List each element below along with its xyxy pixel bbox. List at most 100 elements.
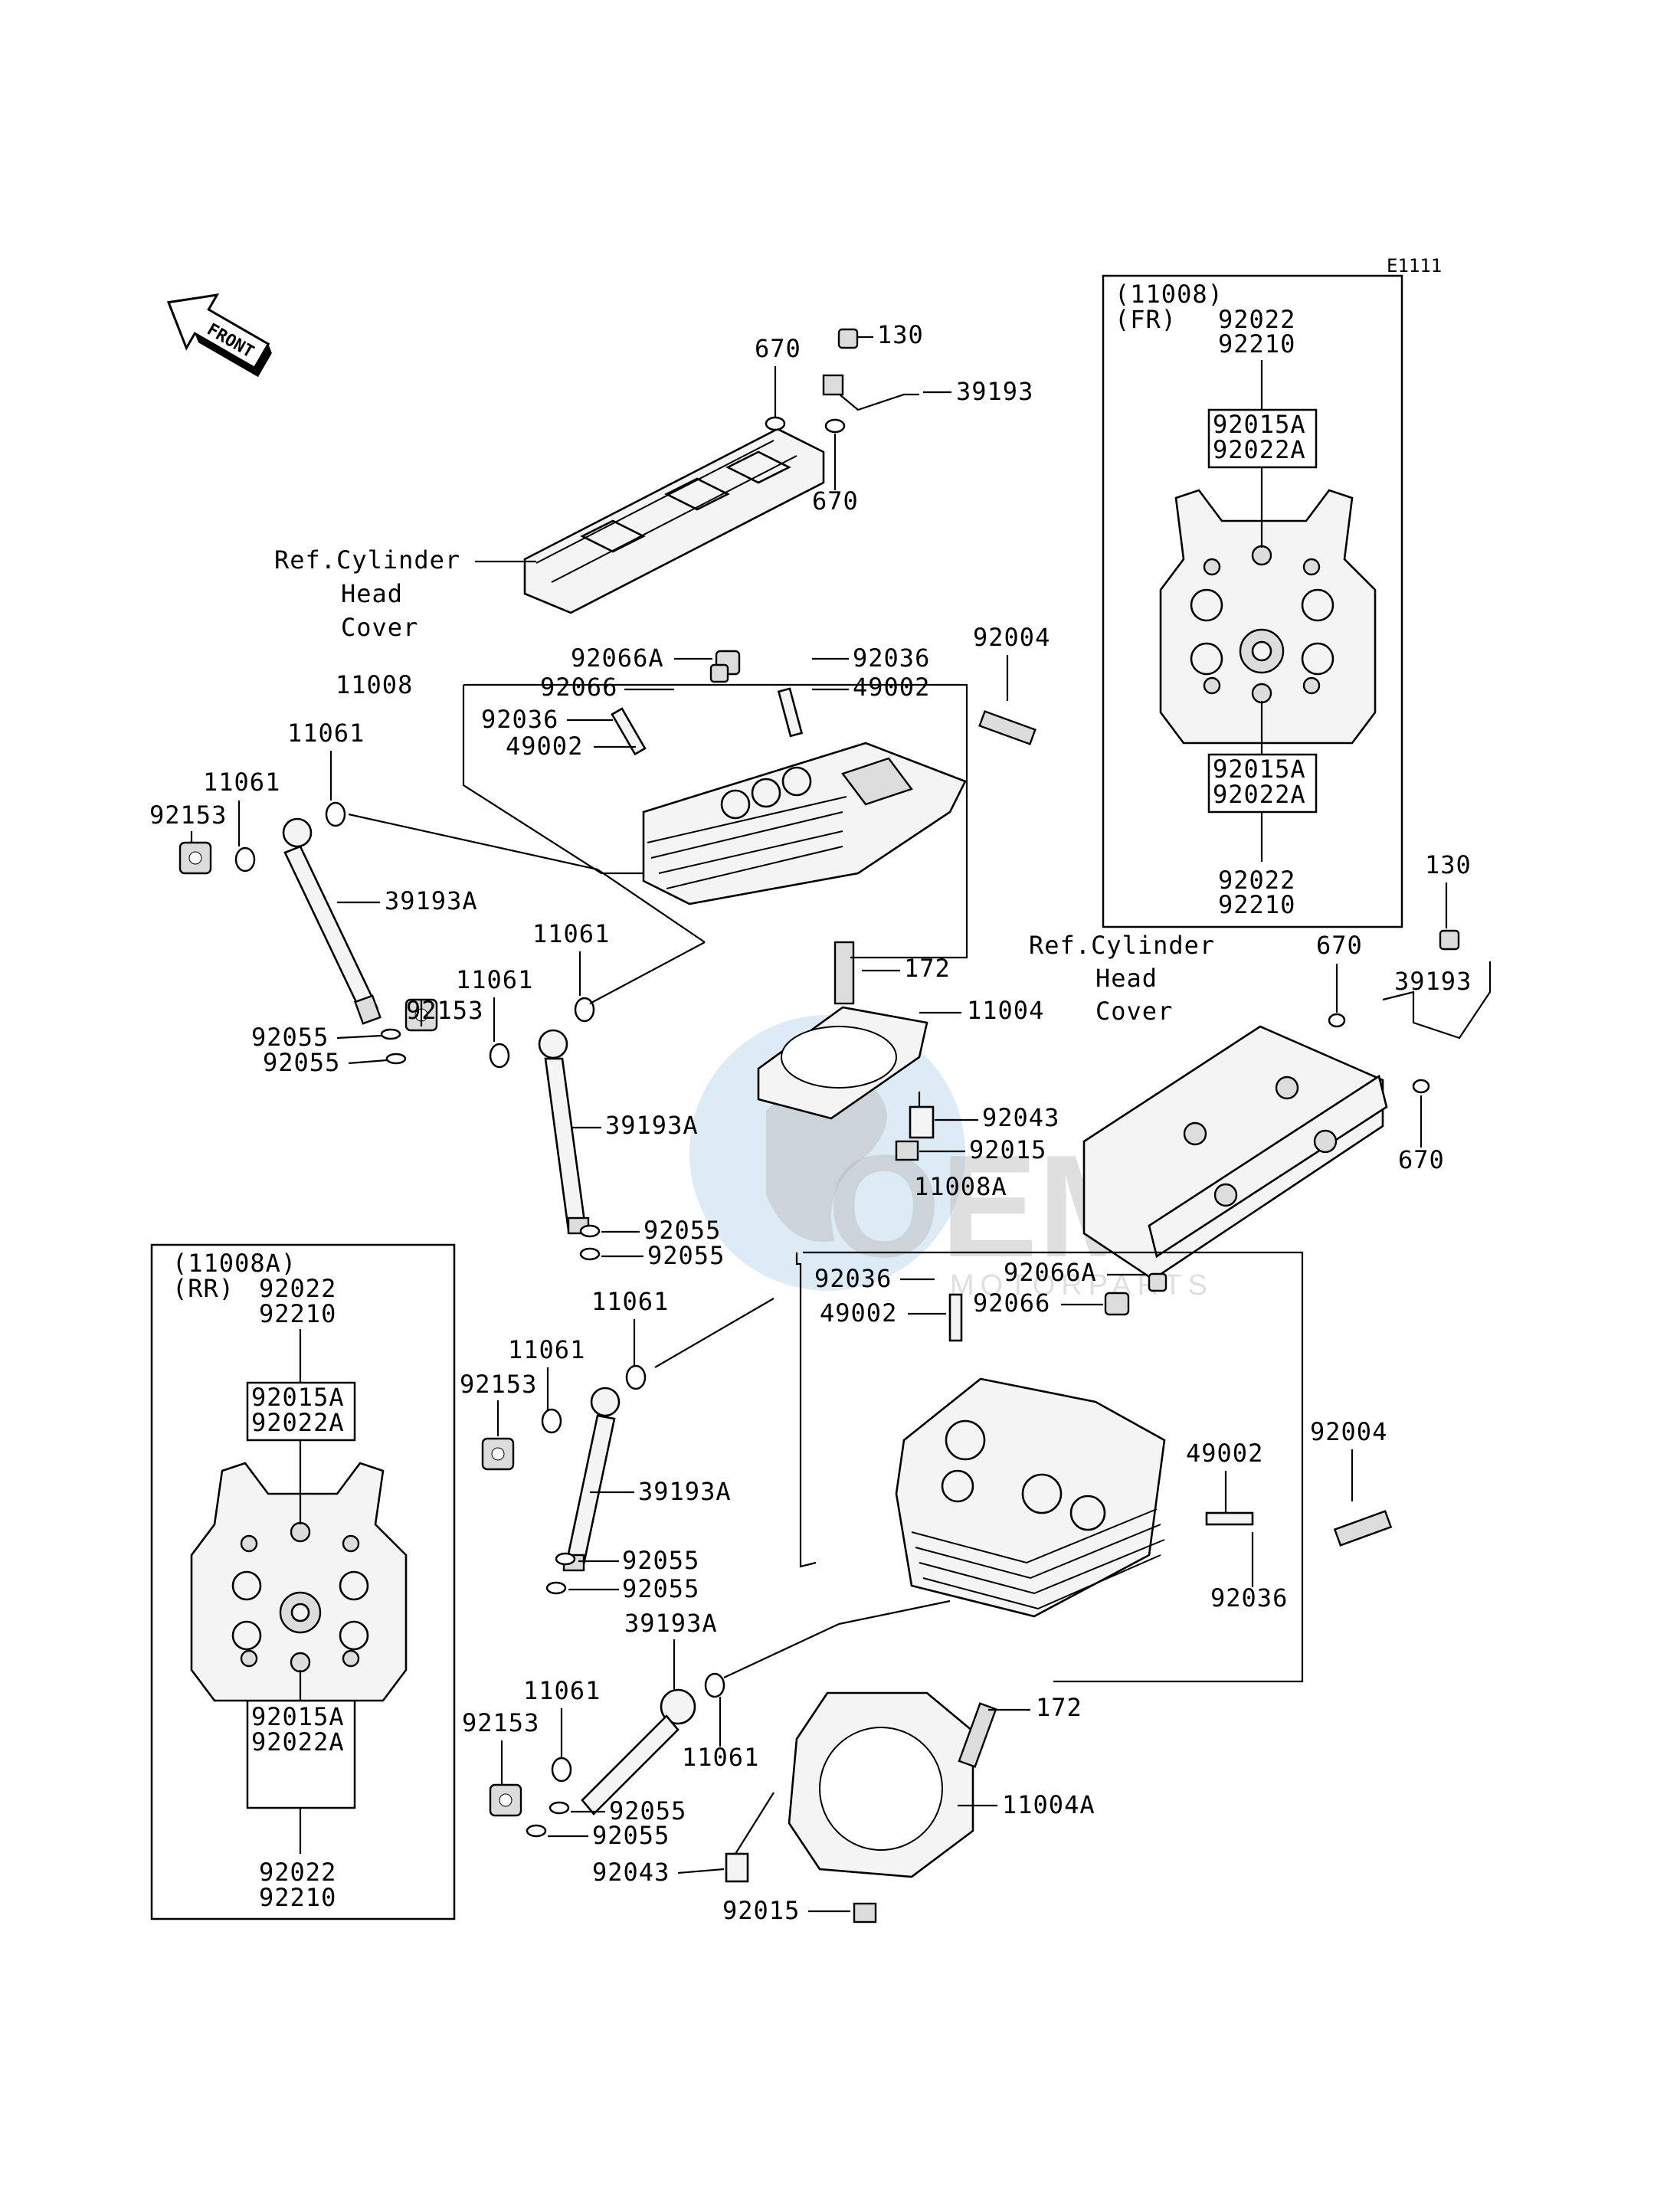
label-92055-h: 92055 bbox=[592, 1821, 670, 1850]
inset-rr-upper-box-2: 92022A bbox=[251, 1408, 345, 1437]
label-92055-f: 92055 bbox=[622, 1574, 699, 1603]
rear-head-gasket-11004A bbox=[788, 1691, 974, 1878]
inset-fr-title-1: (11008) bbox=[1115, 280, 1223, 309]
label-92004-front: 92004 bbox=[973, 623, 1050, 652]
label-11008A: 11008A bbox=[914, 1172, 1007, 1201]
ref-cylinder-head-cover-right: Ref.Cylinder Head Cover bbox=[1029, 931, 1214, 1026]
label-92153-b: 92153 bbox=[406, 996, 483, 1025]
bolt-92153-3 bbox=[481, 1437, 515, 1471]
bolt-92153-1 bbox=[178, 841, 212, 875]
front-head-top-view-icon bbox=[1159, 489, 1377, 745]
label-92066A-front: 92066A bbox=[571, 643, 664, 673]
label-92055-d: 92055 bbox=[647, 1241, 725, 1270]
inset-front-cylinder-head: (11008) (FR) 92022 92210 92015A 92022A 9… bbox=[1102, 274, 1403, 928]
oil-pipe-39193A-4 bbox=[581, 1688, 696, 1816]
ref-cover-right-line3: Cover bbox=[1095, 997, 1173, 1026]
washers bbox=[234, 416, 1430, 1838]
inset-fr-top-code-1: 92022 bbox=[1218, 305, 1295, 334]
label-130-top: 130 bbox=[877, 320, 924, 349]
label-92153-c: 92153 bbox=[460, 1370, 537, 1399]
label-92036-front-a: 92036 bbox=[853, 643, 930, 673]
label-49002-front-b: 49002 bbox=[506, 732, 583, 761]
inset-fr-top-code-2: 92210 bbox=[1218, 329, 1295, 359]
oil-pipe-39193-right bbox=[1382, 961, 1492, 1040]
oil-pipe-39193-top bbox=[822, 374, 919, 411]
inset-rr-top-code-2: 92210 bbox=[259, 1299, 336, 1328]
label-11004: 11004 bbox=[967, 996, 1044, 1025]
label-92055-b: 92055 bbox=[263, 1048, 340, 1077]
ref-cylinder-head-cover-top: Ref.Cylinder Head Cover bbox=[274, 545, 536, 642]
inset-rr-bottom-code-1: 92022 bbox=[259, 1858, 336, 1887]
label-11061-g: 11061 bbox=[523, 1676, 601, 1705]
label-92066A-rear: 92066A bbox=[1004, 1258, 1097, 1287]
inset-fr-bottom-code-1: 92022 bbox=[1218, 866, 1295, 895]
label-92055-a: 92055 bbox=[251, 1023, 329, 1052]
label-92055-g: 92055 bbox=[609, 1796, 686, 1825]
inset-rr-lower-box-2: 92022A bbox=[251, 1727, 345, 1757]
label-130-right: 130 bbox=[1425, 850, 1472, 879]
label-92015-front: 92015 bbox=[969, 1135, 1046, 1164]
label-92043-front: 92043 bbox=[982, 1103, 1059, 1132]
inset-fr-lower-box-2: 92022A bbox=[1213, 780, 1306, 809]
label-92055-c: 92055 bbox=[644, 1216, 721, 1245]
oil-pipe-39193A-2 bbox=[538, 1029, 590, 1235]
label-11061-f: 11061 bbox=[508, 1335, 585, 1364]
label-92043-rear: 92043 bbox=[592, 1858, 670, 1887]
inset-fr-lower-box-1: 92015A bbox=[1213, 755, 1306, 784]
label-172-rear: 172 bbox=[1036, 1693, 1082, 1722]
label-39193-top: 39193 bbox=[956, 377, 1033, 406]
label-39193A-b: 39193A bbox=[605, 1111, 699, 1140]
front-arrow-icon: FRONT bbox=[166, 293, 272, 378]
oil-pipe-39193A-1 bbox=[282, 817, 382, 1025]
label-11061-h: 11061 bbox=[682, 1743, 759, 1772]
label-670-top-b: 670 bbox=[812, 486, 859, 516]
label-49002-front-a: 49002 bbox=[853, 673, 930, 702]
ref-cover-right-line2: Head bbox=[1095, 964, 1158, 993]
inset-rear-cylinder-head: (11008A) (RR) 92022 92210 92015A 92022A … bbox=[150, 1243, 456, 1920]
label-11061-c: 11061 bbox=[532, 919, 610, 948]
leader-lines bbox=[348, 683, 1304, 1683]
label-92004-rear: 92004 bbox=[1310, 1417, 1387, 1446]
rear-cylinder-head-drawing bbox=[895, 1377, 1166, 1618]
label-92153-d: 92153 bbox=[462, 1708, 539, 1737]
inset-rr-bottom-code-2: 92210 bbox=[259, 1883, 336, 1912]
inset-rr-top-code-1: 92022 bbox=[259, 1274, 336, 1303]
label-670-right-b: 670 bbox=[1398, 1145, 1445, 1174]
front-cylinder-head-drawing bbox=[642, 742, 967, 905]
label-92066-front: 92066 bbox=[540, 673, 617, 702]
label-670-top-a: 670 bbox=[755, 334, 801, 363]
inset-fr-upper-box-2: 92022A bbox=[1213, 435, 1306, 464]
bolt-92153-4 bbox=[489, 1783, 522, 1817]
inset-fr-title-2: (FR) bbox=[1115, 305, 1177, 334]
label-92036-front-b: 92036 bbox=[481, 705, 558, 734]
studs-and-dowels bbox=[611, 328, 1460, 1924]
label-39193A-a: 39193A bbox=[385, 886, 478, 915]
label-172-front: 172 bbox=[904, 954, 951, 983]
label-92036-rear-b: 92036 bbox=[1210, 1583, 1288, 1613]
ref-cover-top-line1: Ref.Cylinder bbox=[274, 545, 460, 575]
label-11008: 11008 bbox=[336, 670, 413, 699]
front-head-gasket-11004 bbox=[757, 1006, 928, 1120]
inset-rr-title-2: (RR) bbox=[172, 1274, 234, 1303]
inset-fr-upper-box-1: 92015A bbox=[1213, 410, 1306, 439]
right-cylinder-head-cover-drawing bbox=[1082, 1025, 1388, 1281]
top-cylinder-head-cover-drawing bbox=[523, 427, 825, 614]
inset-rr-lower-box-1: 92015A bbox=[251, 1702, 345, 1731]
label-39193A-c: 39193A bbox=[638, 1477, 732, 1506]
label-11004A: 11004A bbox=[1002, 1790, 1095, 1819]
label-92036-rear-a: 92036 bbox=[814, 1264, 892, 1293]
rear-head-top-view-icon bbox=[190, 1462, 408, 1702]
label-92015-rear: 92015 bbox=[722, 1896, 800, 1925]
inset-rr-upper-box-1: 92015A bbox=[251, 1383, 345, 1412]
inset-fr-bottom-code-2: 92210 bbox=[1218, 890, 1295, 919]
label-670-right-a: 670 bbox=[1316, 931, 1363, 960]
part-labels: 130 670 39193 670 92004 92066A 92036 110… bbox=[149, 320, 1472, 1925]
ref-cover-top-line2: Head bbox=[341, 579, 403, 608]
label-39193-right: 39193 bbox=[1394, 967, 1472, 996]
label-49002-rear-b: 49002 bbox=[1186, 1439, 1263, 1468]
inset-rr-title-1: (11008A) bbox=[172, 1249, 296, 1278]
oil-pipe-39193A-3 bbox=[562, 1387, 621, 1572]
label-92066-rear: 92066 bbox=[973, 1288, 1050, 1318]
label-11061-e: 11061 bbox=[591, 1287, 669, 1316]
